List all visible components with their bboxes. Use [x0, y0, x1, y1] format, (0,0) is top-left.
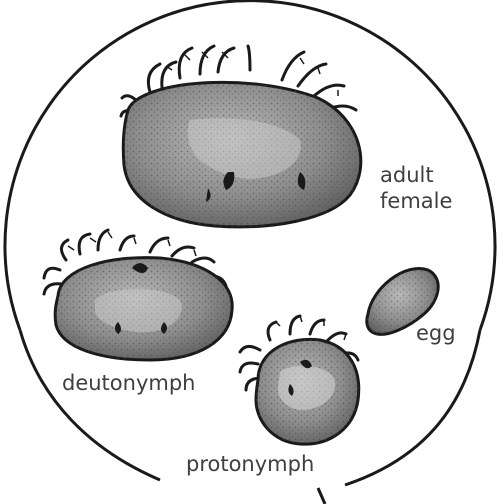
protonymph-mite [240, 316, 359, 444]
label-deutonymph: deutonymph [62, 370, 195, 396]
label-adult-line1: adult [380, 162, 452, 188]
label-adult-line2: female [380, 188, 452, 214]
adult-female-mite [121, 46, 361, 227]
label-adult-female: adult female [380, 162, 452, 214]
deutonymph-mite [44, 230, 232, 360]
label-protonymph: protonymph [186, 451, 314, 477]
label-egg: egg [416, 320, 456, 346]
